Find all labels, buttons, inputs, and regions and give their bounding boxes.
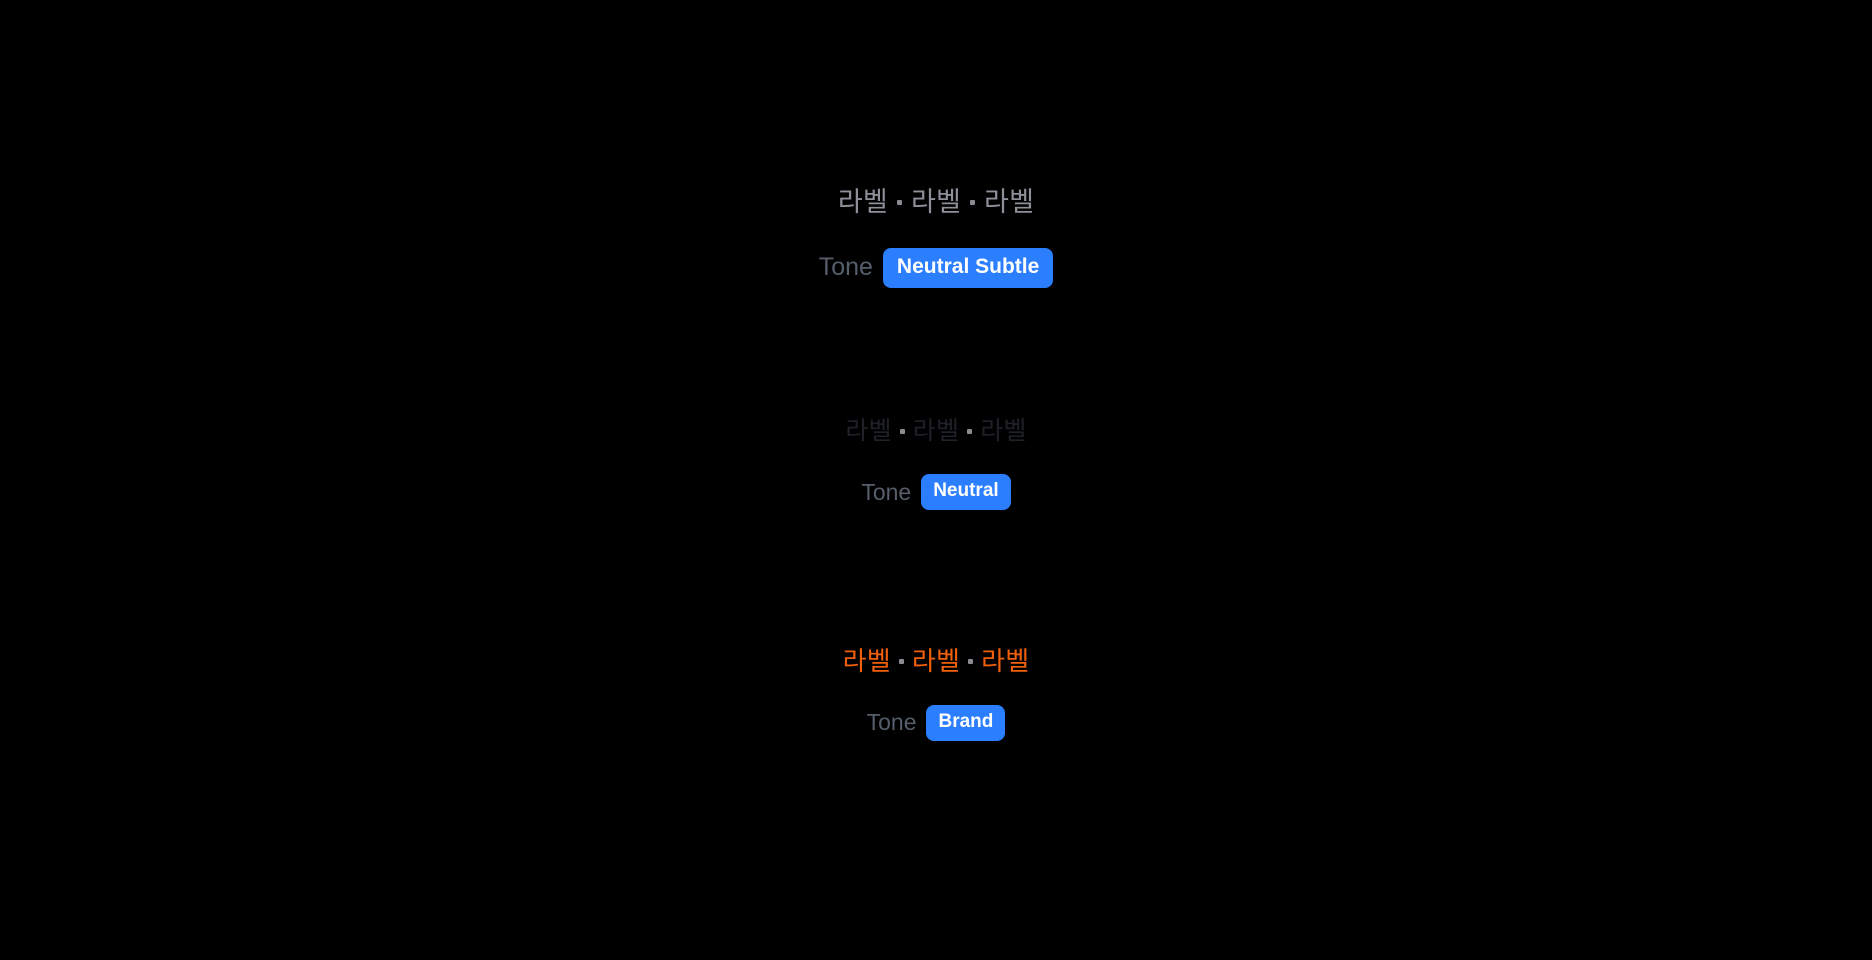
label-item: 라벨 [984,187,1035,217]
separator-dot-icon [968,658,974,664]
tone-badge-brand[interactable]: Brand [926,704,1006,741]
tone-row: Tone Brand [866,704,1006,741]
separator-dot-icon [896,200,902,206]
label-row: 라벨 라벨 라벨 [838,186,1034,220]
separator-dot-icon [970,200,976,206]
label-item: 라벨 [837,187,888,217]
tone-caption: Tone [866,709,917,735]
label-item: 라벨 [845,417,892,445]
tone-badge-neutral[interactable]: Neutral [921,474,1011,511]
label-item: 라벨 [911,646,961,676]
label-item: 라벨 [981,646,1030,676]
label-item: 라벨 [910,187,962,217]
tone-row: Tone Neutral Subtle [818,247,1054,288]
tone-group-neutral: 라벨 라벨 라벨 Tone Neutral [0,416,1872,511]
tone-group-neutral-subtle: 라벨 라벨 라벨 Tone Neutral Subtle [0,186,1872,288]
label-item: 라벨 [912,417,960,445]
label-item: 라벨 [980,417,1027,445]
tone-badge-neutral-subtle[interactable]: Neutral Subtle [882,247,1054,288]
label-row: 라벨 라벨 라벨 [843,645,1030,678]
tone-caption: Tone [818,253,873,282]
tone-group-brand: 라벨 라벨 라벨 Tone Brand [0,645,1872,741]
tone-caption: Tone [861,478,912,505]
separator-dot-icon [967,429,973,435]
separator-dot-icon [898,658,904,664]
tone-row: Tone Neutral [861,474,1011,511]
label-item: 라벨 [842,646,891,676]
label-row: 라벨 라벨 라벨 [845,416,1026,447]
separator-dot-icon [899,429,905,435]
